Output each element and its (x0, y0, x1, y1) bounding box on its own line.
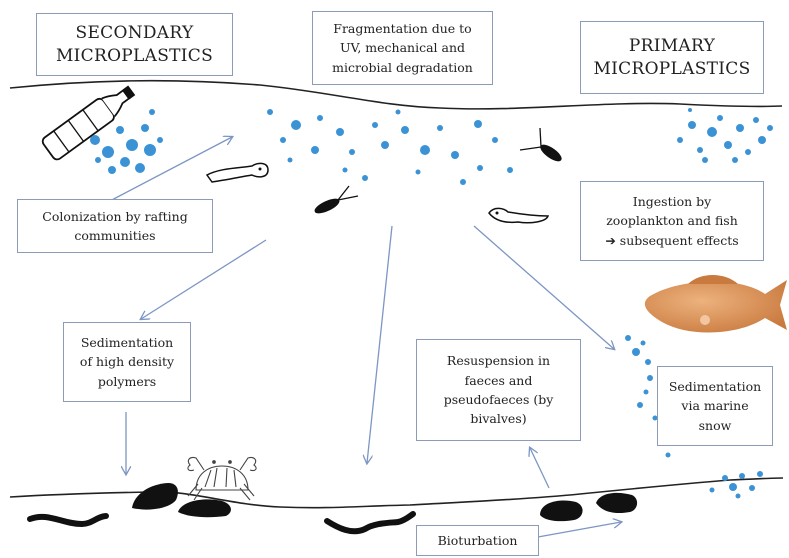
arrow-to-colonization (107, 137, 232, 203)
microplastic-particle (637, 402, 643, 408)
crab-icon (187, 456, 257, 501)
microplastic-particle (120, 157, 130, 167)
bivalve-icon (132, 483, 638, 522)
microplastic-particle (287, 157, 293, 163)
resuspension-box: Resuspension in faeces and pseudofaeces … (416, 339, 581, 441)
microplastic-particle (632, 348, 640, 356)
arrow-to-marine-snow (473, 225, 614, 349)
microplastic-particle (395, 109, 401, 115)
microplastic-particle (451, 151, 459, 159)
microplastic-particle (437, 125, 443, 131)
arrow-up-to-resuspension (530, 448, 550, 489)
microplastic-particle (144, 144, 156, 156)
arrow-to-sedimentation-high (141, 239, 267, 319)
microplastic-particle (652, 415, 658, 421)
fish-icon (644, 275, 787, 333)
microplastic-particle (758, 136, 766, 144)
microplastic-particle (102, 146, 114, 158)
microplastic-particle (492, 137, 498, 143)
microplastic-particle (477, 165, 483, 171)
larva-icon (488, 207, 550, 224)
microplastic-particle (349, 149, 355, 155)
microplastic-particle (157, 137, 163, 143)
bioturbation-box: Bioturbation (416, 525, 539, 556)
microplastic-particle (372, 122, 378, 128)
microplastic-particle (645, 359, 651, 365)
microplastic-particle (317, 115, 323, 121)
microplastic-particle (460, 179, 466, 185)
microplastic-particle (753, 117, 759, 123)
microplastic-particle (665, 452, 671, 458)
microplastic-particle (724, 141, 732, 149)
arrow-bioturbation (537, 522, 621, 538)
sedimentation-high-density-box: Sedimentation of high density polymers (63, 322, 191, 402)
microplastic-particle (401, 126, 409, 134)
microplastic-particle (381, 141, 389, 149)
microplastic-particle (116, 126, 124, 134)
microplastic-particle (108, 166, 116, 174)
microplastic-particle (126, 139, 138, 151)
primary-microplastics-label: PRIMARY MICROPLASTICS (580, 21, 764, 94)
microplastic-particle (745, 149, 751, 155)
microplastic-particle (688, 121, 696, 129)
colonization-box: Colonization by rafting communities (17, 199, 213, 253)
microplastic-particle (709, 487, 715, 493)
seafloor-line (9, 477, 784, 509)
arrow-sinking-center (367, 225, 393, 463)
copepod-icon (314, 185, 359, 214)
microplastic-particle (735, 493, 741, 499)
marine-snow-box: Sedimentation via marine snow (657, 366, 773, 446)
microplastic-particle (767, 125, 773, 131)
worm-icon (27, 513, 109, 528)
worm-icon (324, 511, 416, 535)
microplastic-particle (267, 109, 273, 115)
microplastic-particle (732, 157, 738, 163)
microplastic-particle (311, 146, 319, 154)
microplastic-particle (625, 335, 631, 341)
microplastic-particle (717, 115, 723, 121)
microplastic-particle (640, 340, 646, 346)
larva-icon (205, 162, 269, 183)
secondary-microplastics-label: SECONDARY MICROPLASTICS (36, 13, 233, 76)
microplastic-particles (90, 108, 773, 499)
fragmentation-box: Fragmentation due to UV, mechanical and … (312, 11, 493, 85)
sea-surface-line (9, 79, 783, 110)
microplastic-particle (677, 137, 683, 143)
microplastic-particle (739, 473, 745, 479)
microplastic-particle (149, 109, 155, 115)
microplastic-particle (507, 167, 513, 173)
microplastic-particle (280, 137, 286, 143)
plastic-bottle-icon (41, 85, 136, 161)
microplastic-particle (342, 167, 348, 173)
microplastic-particle (697, 147, 703, 153)
microplastic-particle (707, 127, 717, 137)
copepod-icon (519, 127, 562, 162)
microplastic-particle (95, 157, 101, 163)
microplastic-particle (420, 145, 430, 155)
microplastic-particle (474, 120, 482, 128)
ingestion-box: Ingestion by zooplankton and fish ➔ subs… (580, 181, 764, 261)
microplastic-particle (736, 124, 744, 132)
microplastic-particle (729, 483, 737, 491)
microplastic-particle (722, 475, 728, 481)
microplastic-particle (702, 157, 708, 163)
microplastic-particle (90, 135, 100, 145)
microplastic-particle (135, 163, 145, 173)
microplastic-particle (362, 175, 368, 181)
microplastic-particle (415, 169, 421, 175)
microplastic-particle (749, 485, 755, 491)
microplastic-particle (643, 389, 649, 395)
microplastic-particle (757, 471, 763, 477)
microplastic-particle (141, 124, 149, 132)
microplastic-particle (336, 128, 344, 136)
microplastic-particle (291, 120, 301, 130)
microplastic-particle (647, 375, 653, 381)
microplastic-particle (688, 108, 692, 112)
process-arrows (107, 137, 621, 538)
